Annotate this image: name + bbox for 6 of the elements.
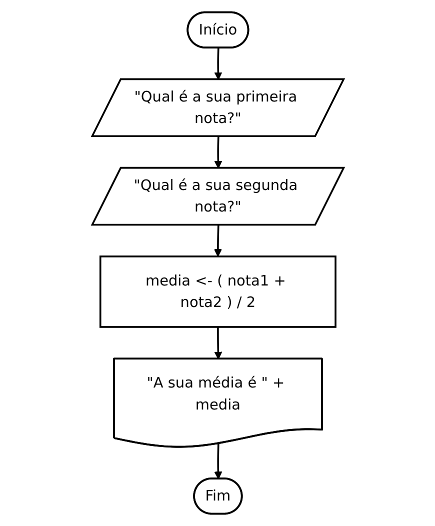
arrow [214, 136, 222, 169]
arrow [214, 225, 222, 257]
arrow [214, 444, 222, 480]
arrow [214, 327, 222, 360]
arrow [214, 48, 222, 80]
node-box: media <- ( nota1 + nota2 ) / 2 [99, 256, 336, 328]
